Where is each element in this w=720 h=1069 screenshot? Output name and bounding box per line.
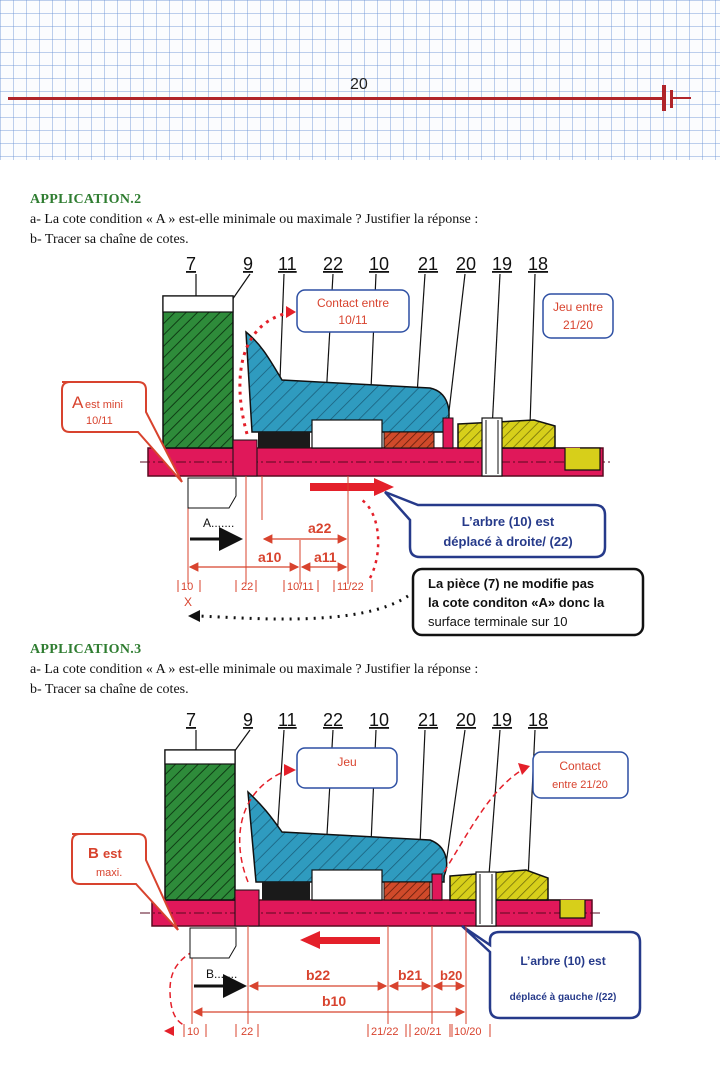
ring-11 [262, 882, 310, 900]
arrow-left-icon [300, 931, 320, 949]
surface-label: 22 [241, 1026, 253, 1038]
callout-contact-box [296, 289, 410, 333]
callout-jeu-box [296, 747, 398, 789]
callout-condition-letter: A [72, 393, 84, 412]
part-number-label: 20 [456, 254, 476, 274]
part-number-label: 10 [369, 254, 389, 274]
header-rule-end [670, 90, 673, 108]
callout-condition-line1: est [103, 846, 122, 861]
ring-11 [258, 432, 310, 448]
callout-jeu-line2: 21/20 [563, 318, 593, 332]
part-number-label: 18 [528, 710, 548, 730]
callout-condition-line1: est mini [85, 399, 123, 411]
dim-a11: a11 [314, 549, 337, 565]
washer-20 [431, 873, 443, 901]
part-number-label: 11 [278, 254, 297, 274]
app3-figure: 7 9 11 22 10 21 20 19 18 Jeu Contact ent… [71, 710, 642, 1038]
app3-question-b: b- Tracer sa chaîne de cotes. [30, 682, 189, 697]
app2-figure: 7 9 11 22 10 21 20 19 18 Contact entre 1… [61, 254, 645, 637]
app3-heading: APPLICATION.3 [30, 642, 142, 657]
part-number-label: 19 [492, 710, 512, 730]
part-number-label: 9 [243, 254, 253, 274]
note-line1: La pièce (7) ne modifie pas [428, 576, 594, 591]
app2-heading: APPLICATION.2 [30, 192, 142, 207]
header-rule [8, 97, 663, 100]
app2-question-a: a- La cote condition « A » est-elle mini… [30, 212, 479, 227]
bearing-18 [449, 869, 549, 901]
condition-label: A....... [203, 516, 234, 530]
dim-b20: b20 [440, 968, 462, 983]
part-number-label: 21 [418, 710, 438, 730]
part-number-label: 19 [492, 254, 512, 274]
spacer-9 [232, 439, 258, 477]
callout-arbre-box [384, 490, 607, 559]
part-number-label: 7 [186, 254, 196, 274]
callout-contact-line1: Contact [559, 759, 601, 773]
pin-19 [475, 871, 497, 927]
surface-label: 20/21 [414, 1026, 442, 1038]
dim-a10: a10 [258, 549, 282, 565]
callout-contact-line2: 10/11 [338, 313, 367, 327]
dim-a22: a22 [308, 520, 332, 536]
callout-jeu-text: Jeu [337, 755, 356, 769]
surface-label: 10/20 [454, 1026, 482, 1038]
part-number-label: 11 [278, 710, 297, 730]
surface-label: 22 [241, 581, 253, 593]
part-number-label: 10 [369, 710, 389, 730]
surface-label: 10 [181, 581, 193, 593]
callout-arbre-line1: L’arbre (10) est [520, 954, 605, 968]
callout-condition-line2: maxi. [96, 867, 122, 879]
header-rule-end [662, 85, 666, 111]
callout-arbre-box [461, 924, 642, 1020]
app2-part-numbers: 7 9 11 22 10 21 20 19 18 [186, 254, 548, 274]
note-box [411, 567, 645, 637]
dim-b10: b10 [322, 993, 346, 1009]
surface-label: 11/22 [337, 581, 364, 593]
gear-7 [162, 295, 234, 449]
ring-21 [383, 431, 435, 449]
callout-contact-line1: Contact entre [317, 296, 389, 310]
callout-contact-box [532, 751, 629, 799]
callout-condition-box [61, 381, 183, 483]
arrow-right-icon [374, 478, 394, 496]
app3-question-a: a- La cote condition « A » est-elle mini… [30, 662, 479, 677]
note-line2: la cote conditon «A» donc la [428, 595, 605, 610]
callout-jeu-line1: Jeu entre [553, 300, 603, 314]
callout-arbre-line2: déplacé à droite/ (22) [443, 534, 572, 549]
condition-label: B....... [206, 967, 237, 981]
part-number-label: 22 [323, 710, 343, 730]
spacer-9 [234, 889, 260, 927]
hub-22 [245, 330, 450, 433]
callout-condition-line2: 10/11 [86, 415, 113, 427]
page-number: 20 [350, 76, 368, 93]
dim-b21: b21 [398, 967, 422, 983]
washer-20 [442, 417, 454, 449]
part-number-label: 20 [456, 710, 476, 730]
part-number-label: 21 [418, 254, 438, 274]
part-number-label: 22 [323, 254, 343, 274]
dim-b22: b22 [306, 967, 330, 983]
surface-label: 21/22 [371, 1026, 399, 1038]
ring-21 [383, 881, 431, 901]
header-rule-end [673, 97, 691, 99]
cross-mark: X [184, 595, 192, 609]
pin-19 [481, 417, 503, 477]
hub-22 [247, 790, 448, 883]
callout-condition-letter: B [88, 845, 99, 862]
surface-label: 10/11 [287, 581, 314, 593]
callout-jeu-box [542, 293, 614, 339]
app3-part-numbers: 7 9 11 22 10 21 20 19 18 [186, 710, 548, 730]
part-number-label: 9 [243, 710, 253, 730]
surface-label: 10 [187, 1026, 199, 1038]
part-number-label: 7 [186, 710, 196, 730]
bearing-18 [457, 419, 556, 449]
callout-arbre-line1: L’arbre (10) est [462, 514, 555, 529]
part-number-label: 18 [528, 254, 548, 274]
callout-contact-line2: entre 21/20 [552, 779, 608, 791]
app2-question-b: b- Tracer sa chaîne de cotes. [30, 232, 189, 247]
gear-7 [164, 749, 236, 901]
note-line3: surface terminale sur 10 [428, 614, 567, 629]
callout-arbre-line2: déplacé à gauche /(22) [510, 992, 617, 1003]
callout-condition-box [71, 833, 179, 931]
